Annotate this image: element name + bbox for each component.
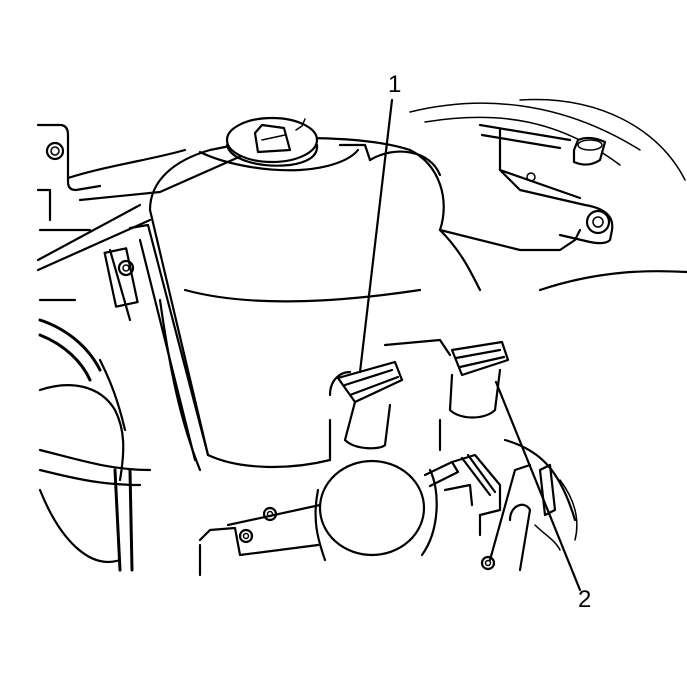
coolant-reservoir bbox=[148, 116, 582, 469]
leader-line-1 bbox=[358, 98, 394, 374]
wiring-harness bbox=[38, 318, 152, 572]
lower-assembly bbox=[198, 453, 502, 577]
left-bracket bbox=[36, 123, 102, 222]
connector-2 bbox=[438, 340, 510, 452]
leader-lines bbox=[358, 98, 582, 592]
callout-label-1: 1 bbox=[388, 71, 402, 98]
lower-right-bracket bbox=[480, 438, 578, 572]
hose-tube bbox=[103, 223, 210, 472]
fender-arcs bbox=[409, 98, 687, 292]
right-mount-arm bbox=[478, 123, 614, 245]
leader-line-2 bbox=[494, 380, 582, 592]
callout-label-2: 2 bbox=[578, 586, 592, 613]
connector-1 bbox=[328, 338, 452, 462]
